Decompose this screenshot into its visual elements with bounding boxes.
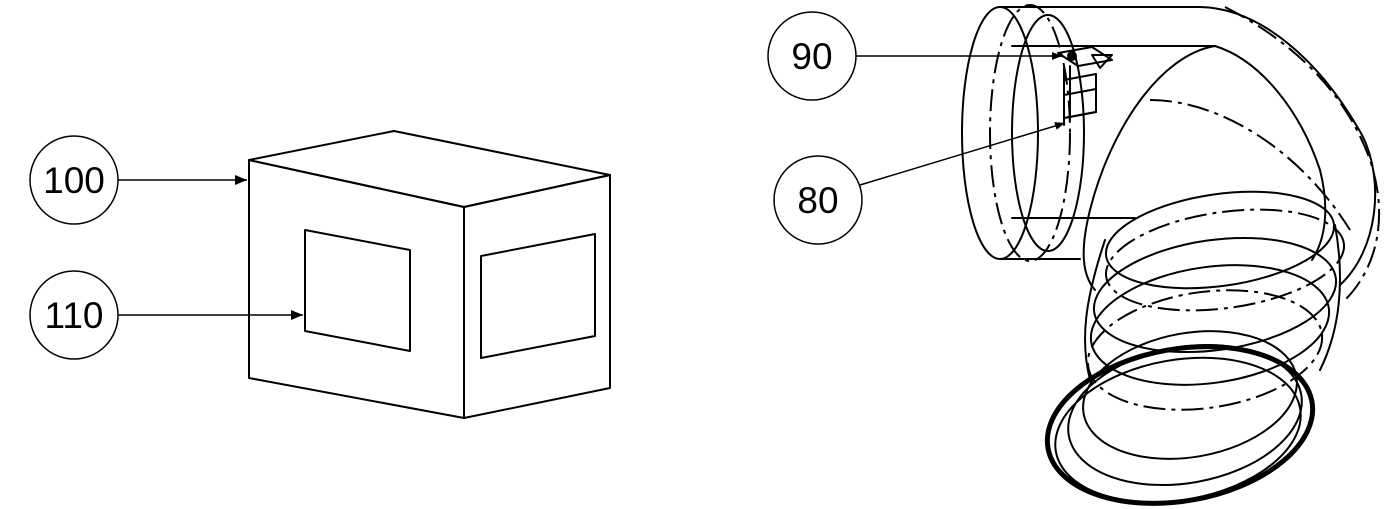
reference-90: 90 xyxy=(767,11,1062,101)
reference-80: 80 xyxy=(773,122,1066,245)
box-side-face xyxy=(463,174,611,419)
neck-ring-4 xyxy=(1089,264,1331,386)
clip-triangle xyxy=(1091,54,1113,69)
elbow-mid-phantom xyxy=(1149,99,1351,231)
outlet-gasket xyxy=(1044,344,1316,506)
outlet-ring-outer xyxy=(1054,356,1302,504)
reference-110: 110 xyxy=(29,270,303,360)
collar-ring-phantom xyxy=(989,4,1071,262)
box-top-face xyxy=(248,130,611,208)
leader-line-80 xyxy=(859,122,1066,186)
reference-bubble-90 xyxy=(767,11,857,101)
clip-fastener xyxy=(1067,51,1077,61)
reference-label-80: 80 xyxy=(797,180,838,221)
neck-ring-1 xyxy=(1104,190,1336,290)
side-window xyxy=(480,233,596,359)
elbow-inner-curve xyxy=(1082,45,1216,291)
pipe-elbow xyxy=(961,4,1381,506)
reference-bubble-100 xyxy=(29,135,119,225)
reference-bubble-110 xyxy=(29,270,119,360)
box-front-face xyxy=(248,159,465,419)
clip-top-plate xyxy=(1057,46,1113,67)
elbow-mid-curve xyxy=(1214,45,1327,261)
reference-100: 100 xyxy=(29,135,247,225)
box-device xyxy=(248,130,611,419)
reference-label-100: 100 xyxy=(43,160,105,201)
reference-bubble-80 xyxy=(773,155,863,245)
reference-label-110: 110 xyxy=(45,295,104,336)
elbow-outer-curve xyxy=(1199,6,1377,286)
neck-left-side xyxy=(1084,239,1106,381)
reference-label-90: 90 xyxy=(791,36,832,77)
clip-stem xyxy=(1063,65,1071,126)
clip-assembly xyxy=(1057,46,1113,126)
elbow-phantom-curve xyxy=(1224,6,1381,301)
collar-ring-inner xyxy=(1011,14,1085,252)
front-window xyxy=(304,229,411,352)
neck-ring-2 xyxy=(1104,208,1346,312)
neck-right-side xyxy=(1319,224,1341,371)
